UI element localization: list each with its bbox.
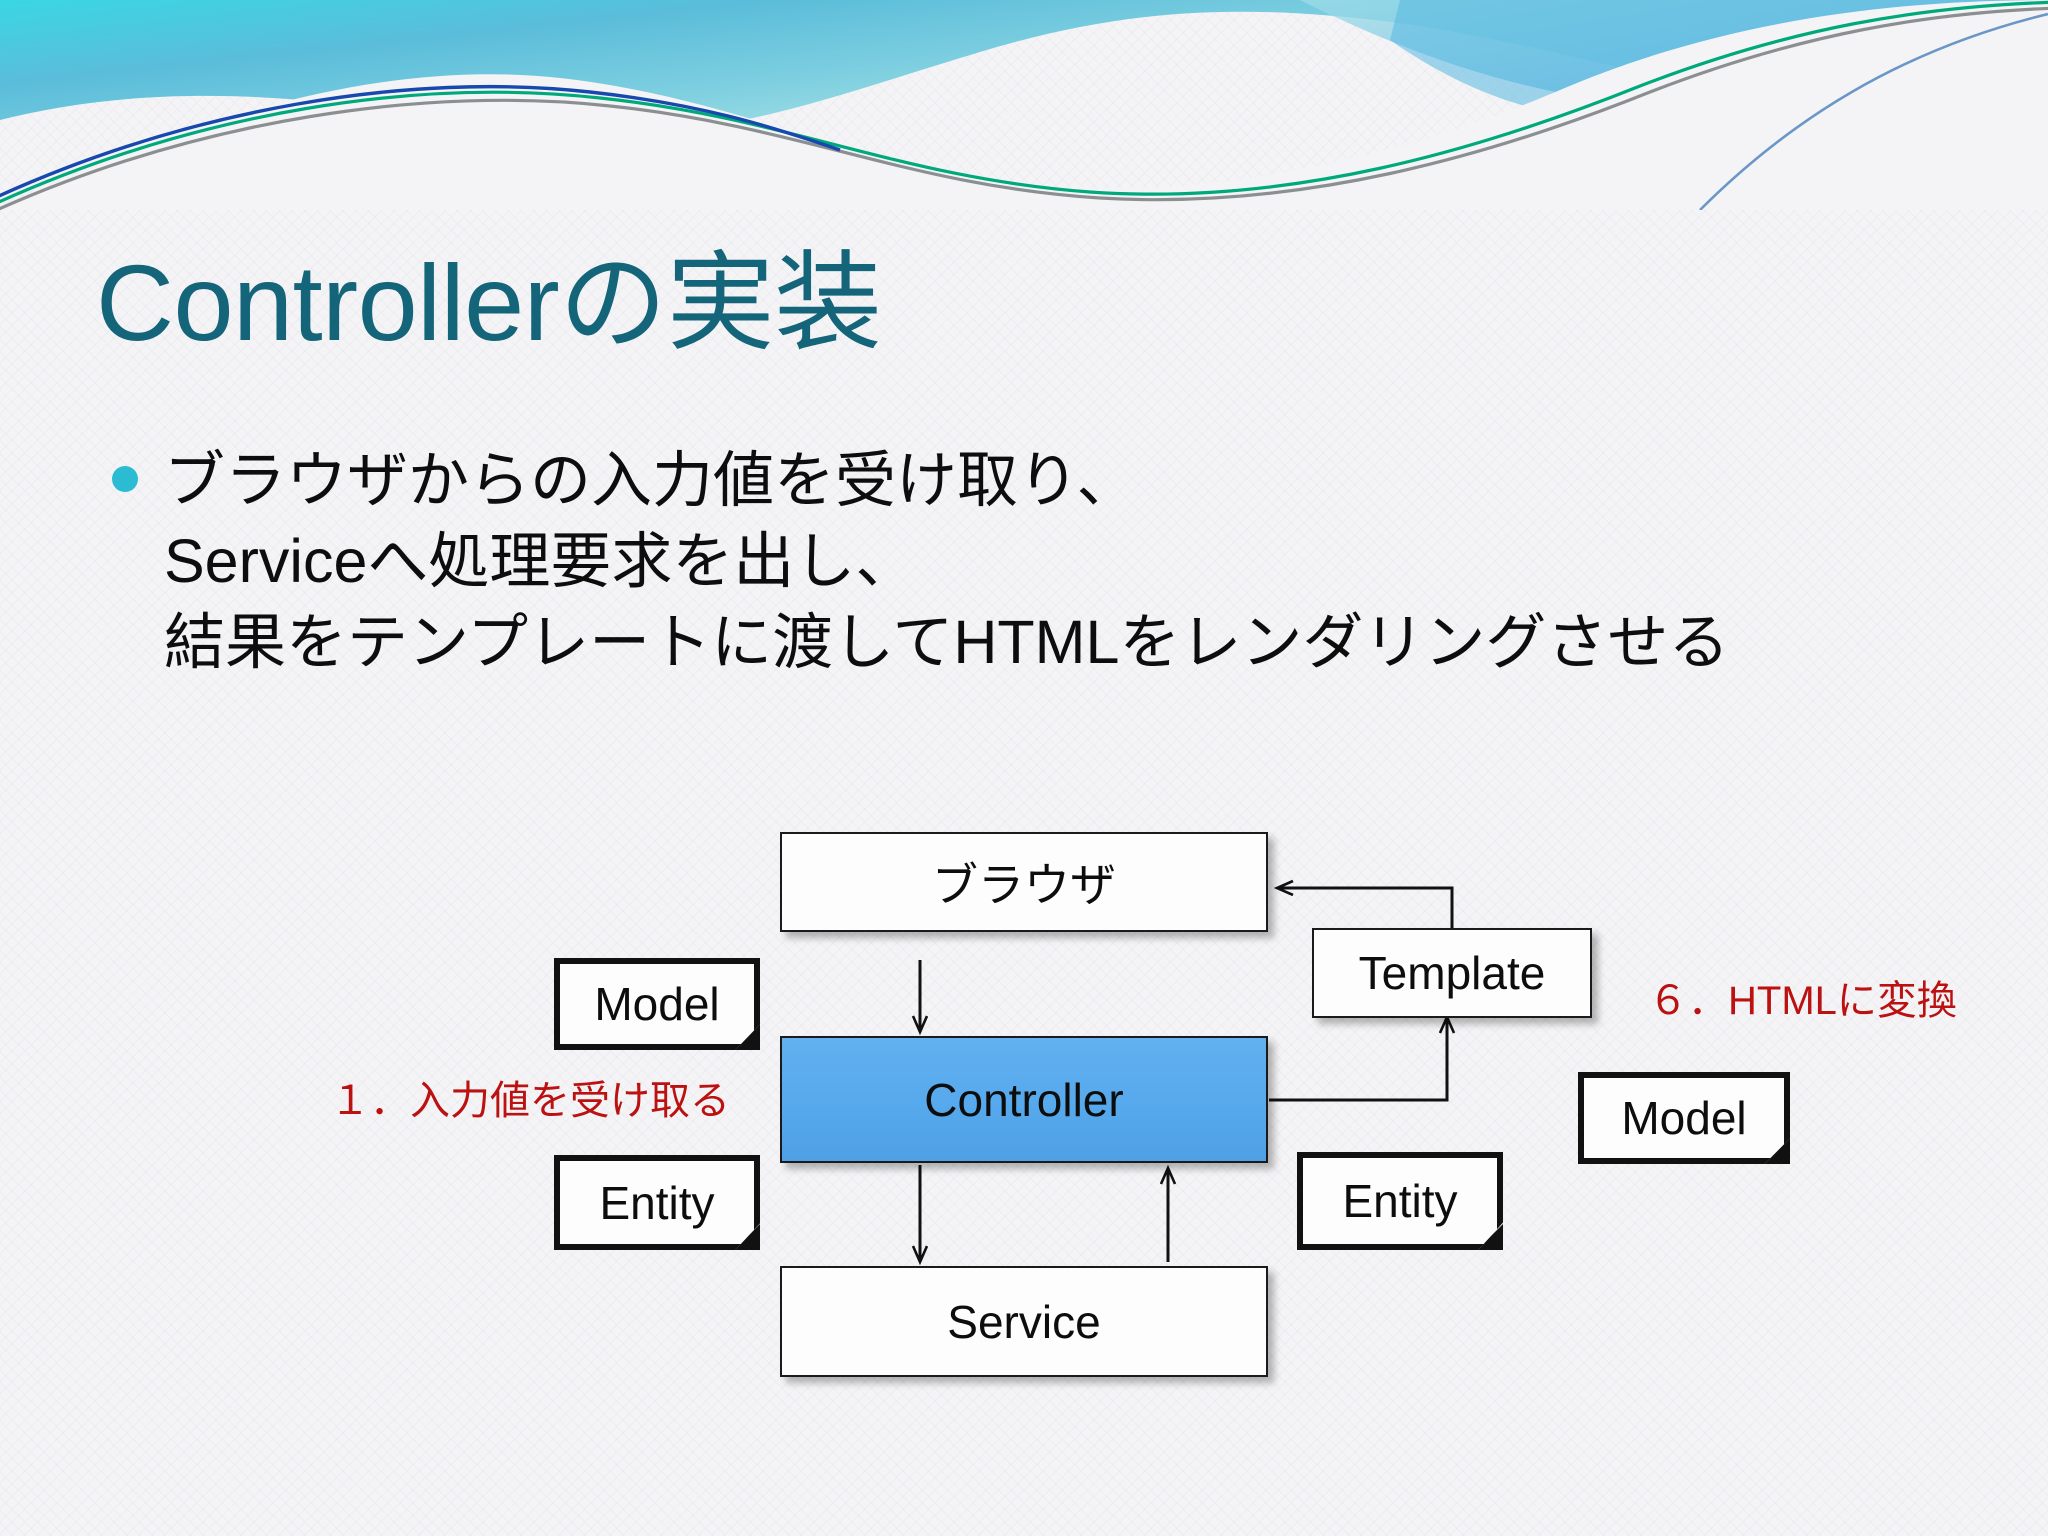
node-browser[interactable]: ブラウザ	[780, 832, 1268, 932]
node-browser-label: ブラウザ	[932, 859, 1116, 911]
note-model-right[interactable]: Model	[1578, 1072, 1790, 1164]
node-service[interactable]: Service	[780, 1266, 1268, 1377]
note-model-left[interactable]: Model	[554, 958, 760, 1050]
header-wave-graphic	[0, 0, 2048, 210]
note-model-left-shape: Model	[554, 958, 760, 1050]
bullet-paragraph: ブラウザからの入力値を受け取り、 Serviceへ処理要求を出し、 結果をテンプ…	[112, 440, 1729, 683]
node-service-label: Service	[947, 1295, 1101, 1348]
bullet-dot-icon	[112, 466, 138, 492]
node-template-label: Template	[1358, 947, 1546, 999]
node-template[interactable]: Template	[1312, 928, 1592, 1018]
node-controller-label: Controller	[924, 1073, 1124, 1126]
bullet-text: ブラウザからの入力値を受け取り、 Serviceへ処理要求を出し、 結果をテンプ…	[164, 446, 1730, 677]
annotation-step-6: ６．HTMLに変換	[1648, 968, 1957, 1026]
annotation-step-6-label: ６．HTMLに変換	[1648, 979, 1957, 1023]
note-entity-right[interactable]: Entity	[1297, 1152, 1503, 1250]
note-entity-left-shape: Entity	[554, 1155, 760, 1250]
node-controller[interactable]: Controller	[780, 1036, 1268, 1163]
note-model-right-label: Model	[1621, 1092, 1747, 1144]
page-title: Controllerの実装	[96, 242, 882, 363]
note-entity-right-shape: Entity	[1297, 1152, 1503, 1250]
note-entity-left[interactable]: Entity	[554, 1155, 760, 1250]
note-model-left-label: Model	[594, 978, 720, 1030]
annotation-step-1-label: １．入力値を受け取る	[330, 1079, 730, 1123]
note-entity-left-label: Entity	[599, 1176, 715, 1229]
note-model-right-shape: Model	[1578, 1072, 1790, 1164]
note-entity-right-label: Entity	[1342, 1175, 1458, 1227]
annotation-step-1: １．入力値を受け取る	[330, 1068, 730, 1126]
